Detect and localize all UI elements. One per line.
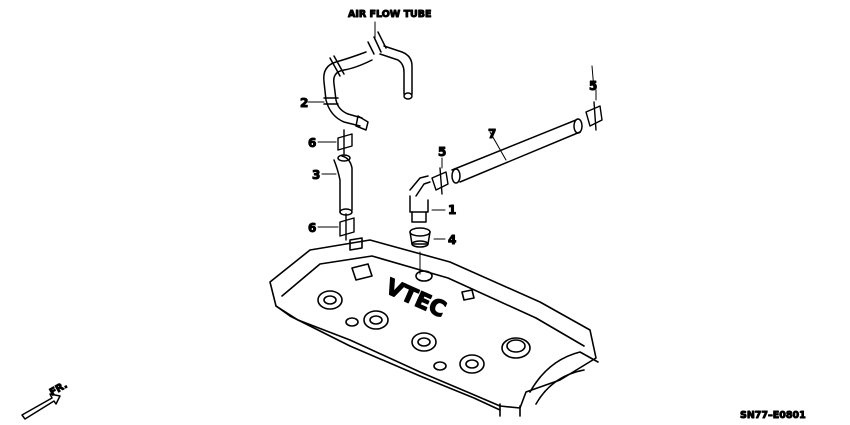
grommet-part-4 bbox=[409, 227, 446, 248]
breather-tube-part-2 bbox=[323, 31, 413, 131]
cover-vtec-logo: VTEC bbox=[382, 275, 450, 324]
clip-part-6-top bbox=[337, 129, 353, 155]
part-number-1: 1 bbox=[448, 203, 456, 217]
part-number-6-bottom: 6 bbox=[308, 221, 316, 235]
clip-part-5-left bbox=[431, 157, 449, 195]
part-number-7: 7 bbox=[488, 127, 496, 141]
clip-part-6-bottom bbox=[339, 213, 355, 241]
cylinder-head-cover bbox=[269, 237, 599, 417]
pcv-valve-part-1 bbox=[409, 175, 446, 223]
part-number-3: 3 bbox=[312, 168, 320, 182]
part-number-6-top: 6 bbox=[308, 136, 316, 150]
clip-part-5-right bbox=[585, 89, 603, 131]
hose-part-7 bbox=[451, 118, 583, 184]
diagram-code: SN77–E0801 bbox=[740, 410, 806, 421]
part-number-5-right: 5 bbox=[589, 79, 597, 93]
hose-part-3 bbox=[333, 154, 353, 216]
front-arrow-icon bbox=[21, 393, 61, 420]
part-number-4: 4 bbox=[448, 233, 456, 247]
part-number-5-left: 5 bbox=[438, 145, 446, 159]
leader-lines bbox=[307, 65, 595, 275]
part-number-2: 2 bbox=[300, 96, 308, 110]
air-flow-tube-label: AIR FLOW TUBE bbox=[348, 9, 432, 20]
